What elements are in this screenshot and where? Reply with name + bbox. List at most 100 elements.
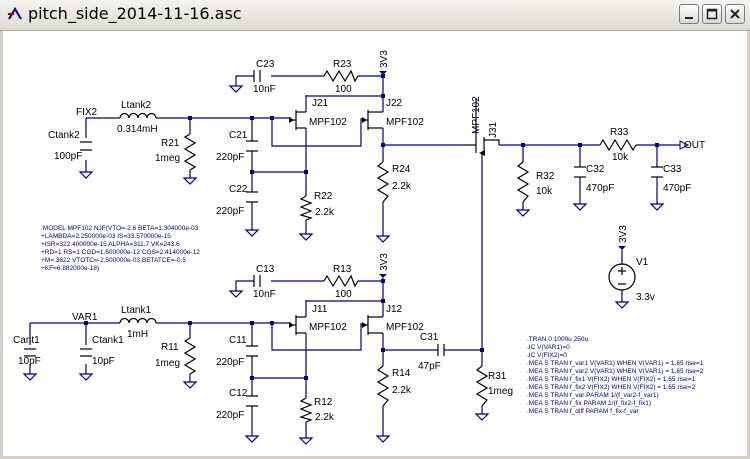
- label-c11-ref[interactable]: C11: [229, 335, 247, 346]
- ltspice-schematic-icon: [8, 7, 22, 20]
- label-r21-ref[interactable]: R21: [161, 138, 180, 149]
- label-r23-ref[interactable]: R23: [333, 59, 352, 70]
- label-c12-ref[interactable]: C12: [229, 388, 248, 399]
- label-j11-ref[interactable]: J11: [312, 304, 328, 315]
- label-cant1-ref[interactable]: Cant1: [13, 335, 40, 346]
- sim-directive-line: .MEA S TRAN f_fix PARAM 1/(f_fix2-f_fix1…: [527, 400, 651, 407]
- jfet-symbols[interactable]: [289, 110, 500, 335]
- label-j31-value[interactable]: MPF102: [471, 96, 482, 134]
- label-r33-ref[interactable]: R33: [610, 127, 629, 138]
- junction-dots: [84, 74, 659, 380]
- maximize-button[interactable]: [702, 4, 722, 24]
- label-c23-ref[interactable]: C23: [256, 59, 275, 70]
- resistor-symbols[interactable]: [183, 69, 637, 423]
- minimize-button[interactable]: [679, 4, 699, 24]
- label-r23-value[interactable]: 100: [335, 84, 352, 95]
- label-c12-value[interactable]: 220pF: [216, 410, 244, 421]
- label-c21-value[interactable]: 220pF: [216, 152, 244, 163]
- label-j21-value[interactable]: MPF102: [309, 117, 347, 128]
- close-icon: [730, 9, 740, 19]
- label-ltank1-value[interactable]: 1mH: [127, 329, 148, 340]
- label-c22-value[interactable]: 220pF: [216, 206, 244, 217]
- capacitor-symbols[interactable]: [24, 70, 663, 407]
- label-ctank2-value[interactable]: 100pF: [54, 151, 82, 162]
- label-j31-ref[interactable]: J31: [488, 121, 499, 138]
- schematic-drawing[interactable]: FIX2 VAR1 OUT 3V3 3V3 3V3 C23 10nF R23 1…: [3, 31, 747, 456]
- label-r13-value[interactable]: 100: [335, 289, 352, 300]
- label-r22-ref[interactable]: R22: [314, 191, 333, 202]
- ground-symbols: [22, 85, 665, 445]
- label-j11-value[interactable]: MPF102: [309, 322, 347, 333]
- net-label-out[interactable]: OUT: [684, 140, 705, 151]
- label-j12-value[interactable]: MPF102: [386, 322, 424, 333]
- sim-directive-line: .MEA S TRAN f_fix1 V(FIX2) WHEN V(FIX2) …: [527, 376, 696, 383]
- label-ctank1-value[interactable]: 10pF: [92, 356, 115, 367]
- label-r14-ref[interactable]: R14: [392, 368, 411, 379]
- label-c11-value[interactable]: 220pF: [216, 357, 244, 368]
- label-ltank1-ref[interactable]: Ltank1: [121, 305, 151, 316]
- label-ltank2-ref[interactable]: Ltank2: [121, 100, 151, 111]
- model-directive-line: +KF=6.882000e-18): [41, 265, 99, 272]
- label-c13-ref[interactable]: C13: [256, 264, 275, 275]
- label-c13-value[interactable]: 10nF: [253, 289, 276, 300]
- label-r24-ref[interactable]: R24: [392, 164, 411, 175]
- maximize-icon: [706, 8, 718, 20]
- model-directive-line: +RD=1 RS=1 CGD=1.600000e-12 CGS=2.414000…: [41, 249, 200, 256]
- label-c31-ref[interactable]: C31: [420, 332, 439, 343]
- label-v1-ref[interactable]: V1: [636, 257, 649, 268]
- net-label-3v3-bottom[interactable]: 3V3: [379, 253, 390, 271]
- label-j22-value[interactable]: MPF102: [386, 117, 424, 128]
- label-c32-ref[interactable]: C32: [586, 164, 605, 175]
- sim-directive-line: .IC V(VAR1)=0: [527, 344, 570, 351]
- label-j22-ref[interactable]: J22: [386, 98, 403, 109]
- label-c33-ref[interactable]: C33: [663, 164, 682, 175]
- label-r21-value[interactable]: 1meg: [155, 153, 180, 164]
- label-c33-value[interactable]: 470pF: [663, 183, 691, 194]
- label-r12-ref[interactable]: R12: [314, 397, 333, 408]
- voltage-source-v1[interactable]: [608, 263, 636, 291]
- label-ctank1-ref[interactable]: Ctank1: [92, 335, 124, 346]
- label-r32-value[interactable]: 10k: [536, 186, 553, 197]
- model-directive-line: +M=.3622 VTOTC=-2.500000e-03 BETATCE=-0.…: [41, 257, 186, 264]
- label-r22-value[interactable]: 2.2k: [315, 207, 335, 218]
- net-label-3v3-v1[interactable]: 3V3: [618, 225, 629, 243]
- label-r11-ref[interactable]: R11: [161, 342, 179, 353]
- bottom-oscillator-wires: [29, 278, 483, 438]
- model-directive[interactable]: .MODEL MPF102 NJF(VTO=-2.6 BETA=1.304000…: [41, 225, 200, 272]
- inductor-symbols[interactable]: [119, 112, 157, 324]
- label-ctank2-ref[interactable]: Ctank2: [48, 130, 80, 141]
- schematic-canvas[interactable]: FIX2 VAR1 OUT 3V3 3V3 3V3 C23 10nF R23 1…: [3, 31, 747, 456]
- label-c22-ref[interactable]: C22: [229, 184, 248, 195]
- supply-flags: [379, 71, 690, 278]
- simulation-directive[interactable]: .TRAN 0 1000u 250u .IC V(VAR1)=0 .IC V(F…: [527, 336, 704, 415]
- label-c32-value[interactable]: 470pF: [586, 183, 614, 194]
- net-label-var1[interactable]: VAR1: [72, 312, 98, 323]
- label-r33-value[interactable]: 10k: [612, 152, 629, 163]
- sim-directive-line: .TRAN 0 1000u 250u: [527, 336, 588, 343]
- label-r11-value[interactable]: 1meg: [155, 358, 180, 369]
- title-bar[interactable]: pitch_side_2014-11-16.asc: [0, 0, 750, 31]
- model-directive-line: +LAMBDA=2.250000e-03 IS=33.570000e-15: [41, 233, 171, 240]
- close-button[interactable]: [725, 4, 745, 24]
- sim-directive-line: .MEA S TRAN f_var PARAM 1/(f_var2-f_var1…: [527, 392, 659, 399]
- label-r14-value[interactable]: 2.2k: [392, 385, 412, 396]
- label-v1-value[interactable]: 3.3v: [636, 292, 655, 303]
- sim-directive-line: .MEA S TRAN f_var2 V(VAR1) WHEN V(VAR1) …: [527, 368, 704, 375]
- label-r31-ref[interactable]: R31: [488, 371, 507, 382]
- label-r31-value[interactable]: 1meg: [488, 386, 513, 397]
- sim-directive-line: .MEA S TRAN f_fix2 V(FIX2) WHEN V(FIX2) …: [527, 384, 696, 391]
- label-r13-ref[interactable]: R13: [333, 264, 352, 275]
- net-label-fix2[interactable]: FIX2: [76, 107, 98, 118]
- label-c31-value[interactable]: 47pF: [418, 361, 441, 372]
- label-c23-value[interactable]: 10nF: [253, 84, 276, 95]
- label-j21-ref[interactable]: J21: [312, 98, 329, 109]
- label-ltank2-value[interactable]: 0.314mH: [117, 124, 158, 135]
- label-c21-ref[interactable]: C21: [229, 130, 248, 141]
- label-r32-ref[interactable]: R32: [536, 171, 555, 182]
- label-r12-value[interactable]: 2.2k: [315, 412, 335, 423]
- label-r24-value[interactable]: 2.2k: [392, 181, 412, 192]
- label-j12-ref[interactable]: J12: [386, 304, 403, 315]
- label-cant1-value[interactable]: 10pF: [18, 356, 41, 367]
- net-label-3v3-top[interactable]: 3V3: [379, 50, 390, 68]
- minimize-icon: [685, 17, 693, 19]
